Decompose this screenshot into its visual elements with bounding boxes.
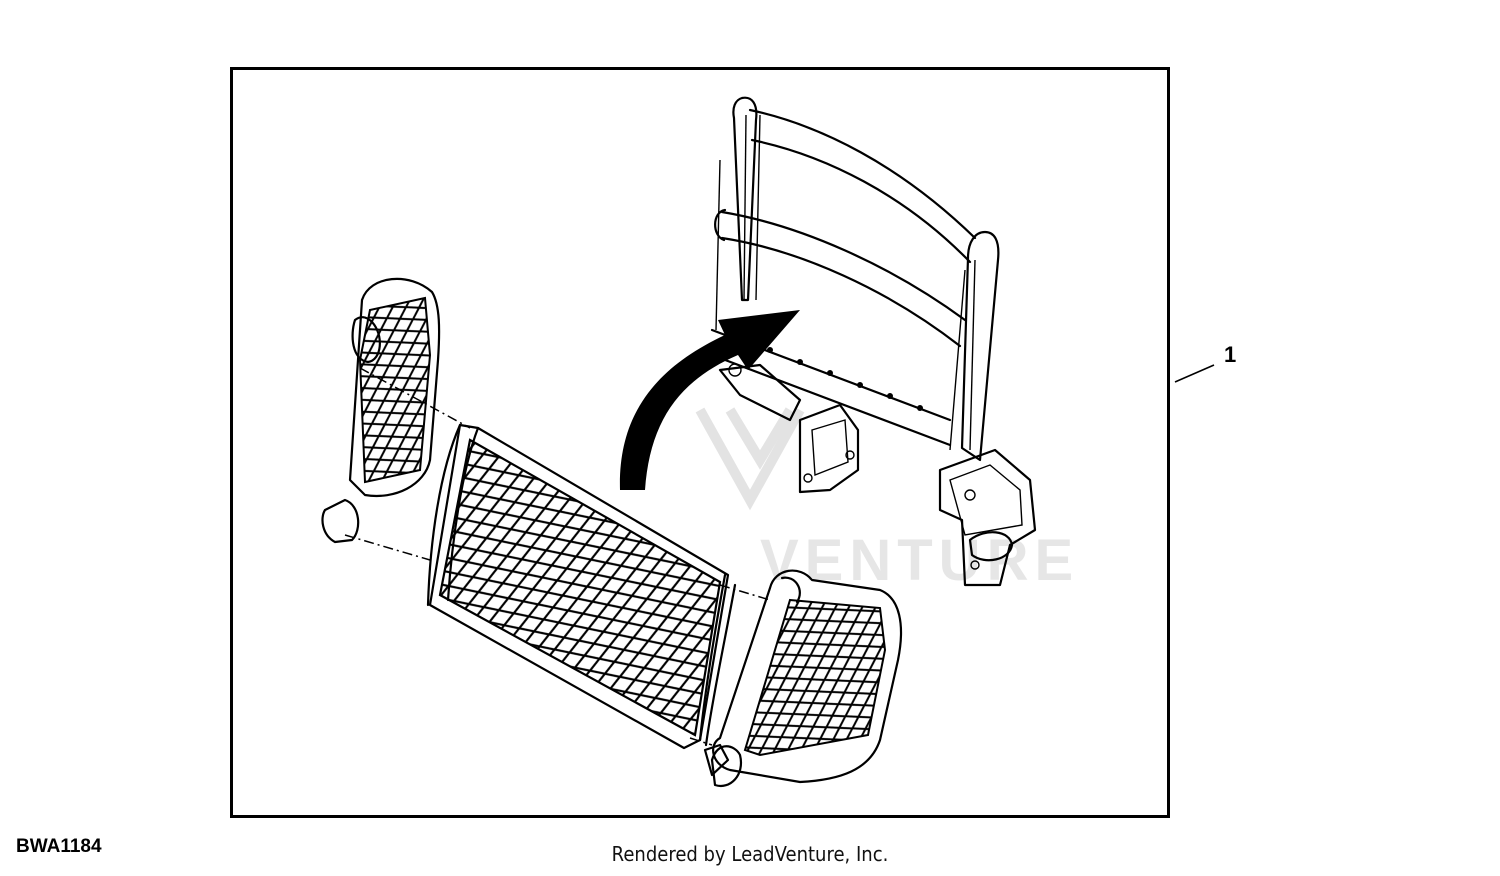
left-side-panel xyxy=(321,277,441,544)
right-side-panel xyxy=(703,569,903,788)
footer-credit: Rendered by LeadVenture, Inc. xyxy=(611,842,889,866)
watermark-text: VENTURE xyxy=(760,528,1079,593)
direction-arrow xyxy=(619,310,800,490)
callout-number: 1 xyxy=(1224,342,1237,367)
center-grille-panel xyxy=(426,423,737,750)
callout-leader-line xyxy=(1174,364,1215,383)
watermark-logo: VENTURE xyxy=(695,407,1079,593)
figure-id-label: BWA1184 xyxy=(16,836,102,857)
alignment-lines xyxy=(344,367,771,746)
illustration-frame xyxy=(230,67,1170,818)
